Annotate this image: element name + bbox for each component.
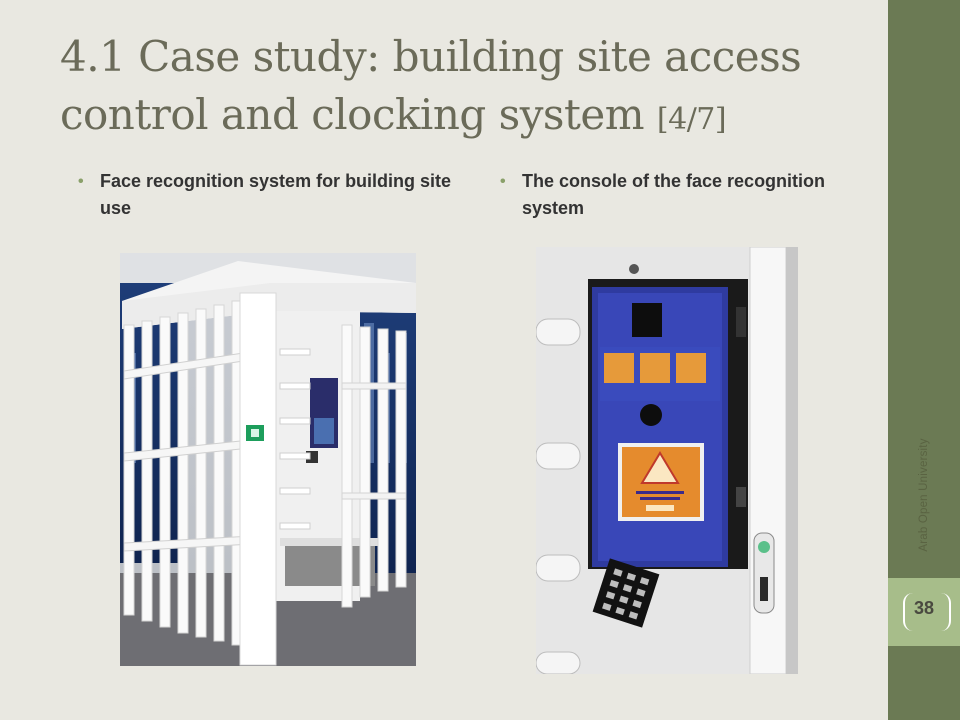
bullet-dot: •	[500, 173, 506, 190]
title-main: 4.1 Case study: building site access con…	[60, 32, 802, 139]
bullet-right: • The console of the face recognition sy…	[500, 168, 882, 222]
bullet-left-text: Face recognition system for building sit…	[100, 171, 452, 218]
slide-title: 4.1 Case study: building site access con…	[60, 28, 880, 149]
organization-text: Arab Open University	[918, 438, 930, 552]
bullet-left: • Face recognition system for building s…	[78, 168, 470, 222]
bullet-dot: •	[78, 173, 84, 190]
console-photo	[536, 247, 798, 674]
bullet-right-text: The console of the face recognition syst…	[522, 171, 826, 218]
title-suffix: [4/7]	[656, 102, 727, 137]
page-number-box	[888, 578, 960, 646]
turnstile-photo	[120, 253, 416, 666]
organization-label: Arab Open University	[888, 420, 960, 570]
page-number: 38	[913, 598, 935, 618]
page-number-brackets	[903, 593, 951, 631]
